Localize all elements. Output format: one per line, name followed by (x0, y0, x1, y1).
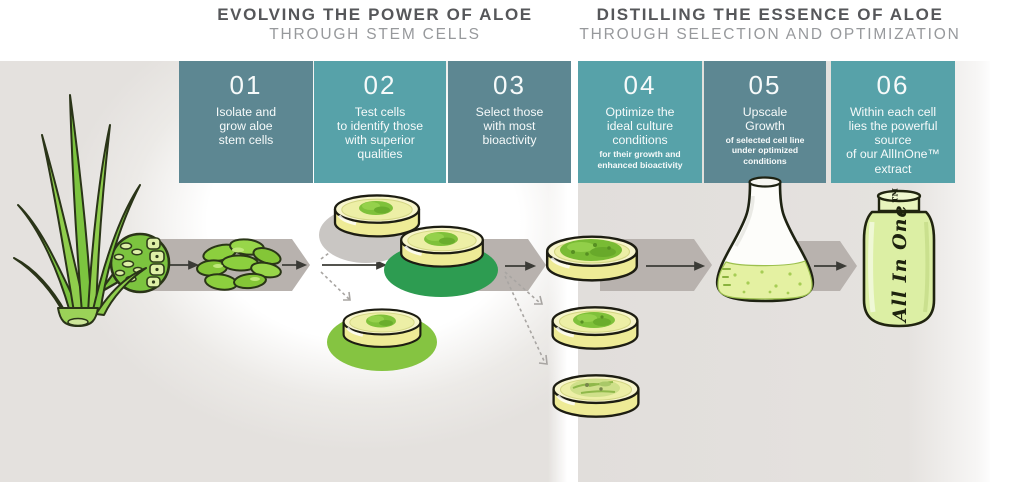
step-number: 03 (493, 70, 526, 100)
step-number: 02 (363, 70, 397, 100)
step-box-05: 05 Upscale Growth of selected cell line … (704, 61, 826, 183)
section-subtitle: THROUGH SELECTION AND OPTIMIZATION (579, 26, 961, 44)
petri-dish-candidate-b (342, 308, 422, 349)
step-note: of selected cell line under optimized co… (725, 135, 805, 166)
step-text: Select those with most bioactivity (475, 104, 544, 148)
step-text: Isolate and grow aloe stem cells (215, 104, 277, 148)
step-note: for their growth and enhanced bioactivit… (597, 149, 683, 170)
step-text: Optimize the ideal culture conditions (605, 104, 675, 148)
petri-dish-optimized-2 (551, 305, 639, 351)
stem-cell-cluster-illustration (196, 238, 282, 291)
step-number: 04 (623, 70, 657, 100)
section-header-distilling: DISTILLING THE ESSENCE OF ALOE THROUGH S… (565, 5, 975, 45)
section-title: EVOLVING THE POWER OF ALOE (217, 5, 533, 24)
section-subtitle: THROUGH STEM CELLS (269, 26, 481, 44)
step-box-02: 02 Test cells to identify those with sup… (314, 61, 446, 183)
step-box-03: 03 Select those with most bioactivity (448, 61, 571, 183)
aloe-plant-illustration (13, 94, 147, 327)
step-text: Upscale Growth (742, 104, 788, 133)
petri-dish-selected (399, 225, 485, 269)
step-number: 05 (748, 70, 782, 100)
step-box-01: 01 Isolate and grow aloe stem cells (179, 61, 313, 183)
step-number: 06 (876, 70, 910, 100)
petri-dish-optimized-1 (545, 234, 639, 283)
section-header-evolving: EVOLVING THE POWER OF ALOE THROUGH STEM … (140, 5, 610, 45)
petri-dish-candidate-a (333, 193, 421, 238)
step-number: 01 (229, 70, 263, 100)
step-box-06: 06 Within each cell lies the powerful so… (831, 61, 955, 183)
step-text: Test cells to identify those with superi… (336, 104, 424, 162)
jar-illustration: All In One™ (862, 184, 936, 328)
step-box-04: 04 Optimize the ideal culture conditions… (578, 61, 702, 183)
flow-arrows (168, 260, 848, 271)
petri-dish-optimized-3 (552, 373, 640, 419)
section-title: DISTILLING THE ESSENCE OF ALOE (596, 5, 944, 24)
flask-illustration (715, 176, 815, 303)
jar-label: All In One™ (889, 184, 911, 324)
step-text: Within each cell lies the powerful sourc… (846, 104, 940, 176)
